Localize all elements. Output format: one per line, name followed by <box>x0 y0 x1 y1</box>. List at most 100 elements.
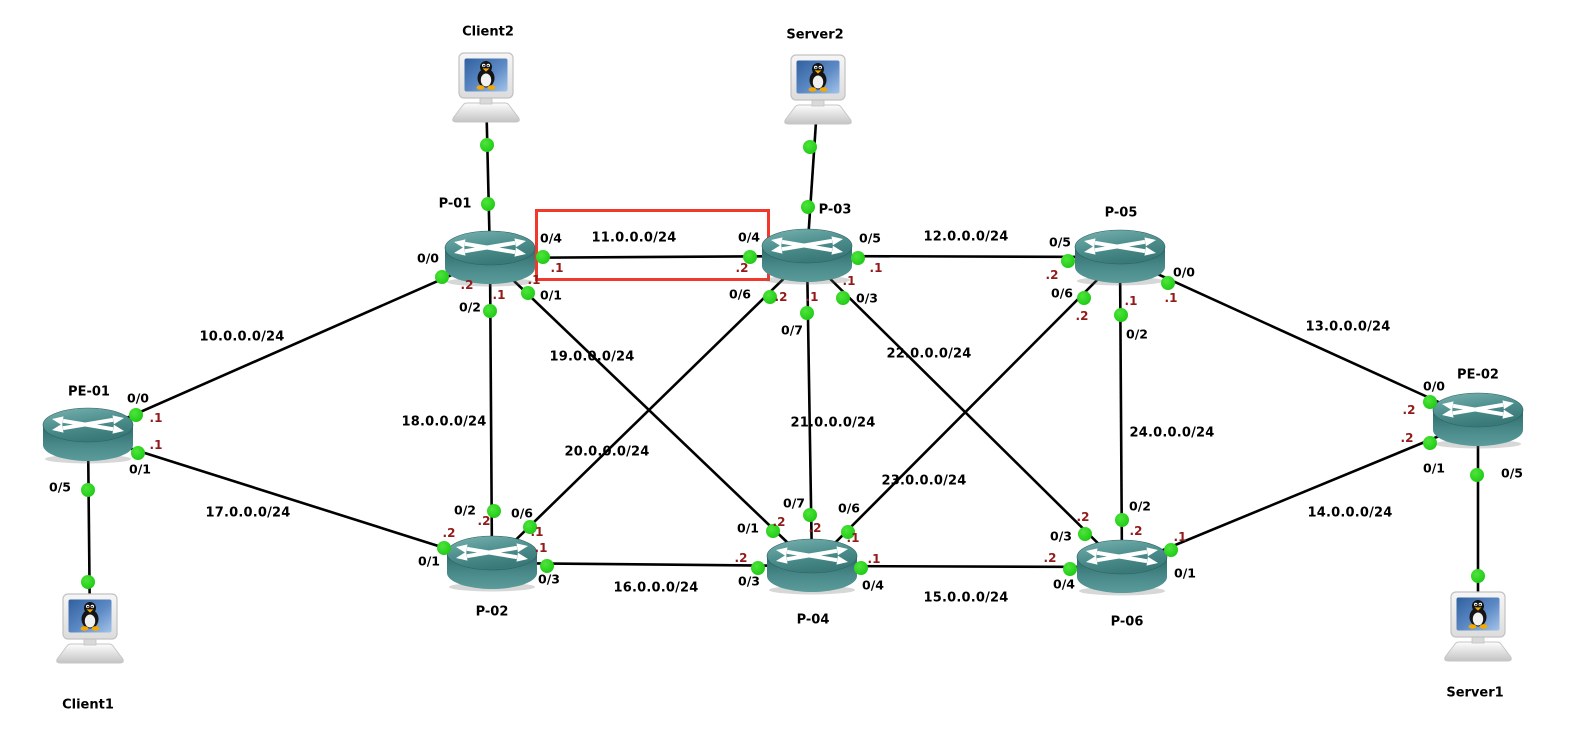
interface-label: 0/5 <box>1501 465 1523 481</box>
node-p-02[interactable] <box>446 534 538 596</box>
router-icon <box>1432 392 1524 449</box>
ip-label: .2 <box>774 290 788 304</box>
interface-label: 0/2 <box>1129 498 1151 514</box>
node-label-p-02: P-02 <box>475 604 509 620</box>
link-status-dot <box>1114 308 1128 322</box>
ip-label: .2 <box>734 551 748 565</box>
interface-label: 0/4 <box>738 229 760 245</box>
link-line-pe-01-p-02[interactable] <box>87 433 493 565</box>
link-line-p-01-p-04[interactable] <box>489 257 813 567</box>
link-status-dot <box>81 575 95 589</box>
ip-label: .1 <box>1173 530 1187 544</box>
link-status-dot <box>743 250 757 264</box>
computer-icon <box>1444 591 1512 662</box>
ip-label: .1 <box>869 261 883 275</box>
ip-label: .2 <box>460 278 474 292</box>
link-status-dot <box>487 504 501 518</box>
router-icon <box>446 535 538 592</box>
interface-label: 0/6 <box>729 286 751 302</box>
interface-label: 0/7 <box>781 322 803 338</box>
link-status-dot <box>841 525 855 539</box>
link-status-dot <box>851 251 865 265</box>
node-server2[interactable] <box>775 54 861 134</box>
node-p-03[interactable] <box>761 227 853 289</box>
node-client2[interactable] <box>443 52 529 132</box>
computer-icon <box>56 593 124 664</box>
interface-label: 0/3 <box>1050 528 1072 544</box>
subnet-label: 24.0.0.0/24 <box>1129 425 1215 441</box>
ip-label: .1 <box>530 525 544 539</box>
ip-label: .2 <box>1043 551 1057 565</box>
interface-label: 0/5 <box>49 479 71 495</box>
computer-icon <box>784 54 852 125</box>
router-icon <box>1076 539 1168 596</box>
subnet-label: 11.0.0.0/24 <box>591 230 677 246</box>
link-status-dot <box>836 291 850 305</box>
node-label-client1: Client1 <box>62 697 114 713</box>
node-label-p-01: P-01 <box>438 196 472 212</box>
subnet-label: 21.0.0.0/24 <box>790 415 876 431</box>
subnet-label: 14.0.0.0/24 <box>1307 505 1393 521</box>
ip-label: .1 <box>1164 291 1178 305</box>
link-status-dot <box>854 561 868 575</box>
link-status-dot <box>1164 543 1178 557</box>
link-line-p-02-p-03[interactable] <box>491 255 808 564</box>
node-label-p-05: P-05 <box>1104 205 1138 221</box>
node-p-01[interactable] <box>444 229 536 291</box>
subnet-label: 23.0.0.0/24 <box>881 473 967 489</box>
link-line-p-05-pe-02[interactable] <box>1119 255 1479 422</box>
node-pe-02[interactable] <box>1432 391 1524 453</box>
subnet-label: 12.0.0.0/24 <box>923 229 1009 245</box>
subnet-label: 22.0.0.0/24 <box>886 346 972 362</box>
link-status-dot <box>435 270 449 284</box>
link-line-p-04-p-05[interactable] <box>811 256 1121 567</box>
router-icon <box>766 538 858 595</box>
link-line-pe-01-p-01[interactable] <box>87 256 491 437</box>
link-status-dot <box>1470 468 1484 482</box>
interface-label: 0/1 <box>1174 565 1196 581</box>
interface-label: 0/2 <box>459 299 481 315</box>
interface-label: 0/3 <box>856 290 878 306</box>
node-label-server2: Server2 <box>786 27 844 43</box>
router-icon <box>42 407 134 464</box>
node-server1[interactable] <box>1435 591 1521 671</box>
link-status-dot <box>129 408 143 422</box>
interface-label: 0/5 <box>1049 234 1071 250</box>
ip-label: .2 <box>442 526 456 540</box>
link-status-dot <box>803 508 817 522</box>
node-client1[interactable] <box>47 593 133 673</box>
router-icon <box>1074 229 1166 286</box>
interface-label: 0/3 <box>738 573 760 589</box>
ip-label: .1 <box>534 541 548 555</box>
interface-label: 0/4 <box>1053 576 1075 592</box>
interface-label: 0/4 <box>540 230 562 246</box>
interface-label: 0/6 <box>511 505 533 521</box>
ip-label: .2 <box>1075 309 1089 323</box>
interface-label: 0/1 <box>1423 460 1445 476</box>
interface-label: 0/4 <box>862 577 884 593</box>
ip-label: .1 <box>846 531 860 545</box>
ip-label: .2 <box>1076 510 1090 524</box>
node-p-04[interactable] <box>766 537 858 599</box>
ip-label: .2 <box>1045 268 1059 282</box>
link-status-dot <box>1077 291 1091 305</box>
node-p-05[interactable] <box>1074 228 1166 290</box>
link-status-dot <box>1063 562 1077 576</box>
link-status-dot <box>763 290 777 304</box>
link-status-dot <box>81 483 95 497</box>
subnet-label: 20.0.0.0/24 <box>564 444 650 460</box>
interface-label: 0/1 <box>129 461 151 477</box>
node-pe-01[interactable] <box>42 406 134 468</box>
node-label-p-06: P-06 <box>1110 614 1144 630</box>
ip-label: .2 <box>808 521 822 535</box>
ip-label: .1 <box>805 290 819 304</box>
subnet-label: 17.0.0.0/24 <box>205 505 291 521</box>
interface-label: 0/5 <box>859 230 881 246</box>
ip-label: .1 <box>550 261 564 275</box>
node-p-06[interactable] <box>1076 538 1168 600</box>
ip-label: .1 <box>149 411 163 425</box>
link-line-p-06-pe-02[interactable] <box>1121 418 1479 569</box>
router-icon <box>444 230 536 287</box>
ip-label: .1 <box>842 274 856 288</box>
link-status-dot <box>1078 527 1092 541</box>
